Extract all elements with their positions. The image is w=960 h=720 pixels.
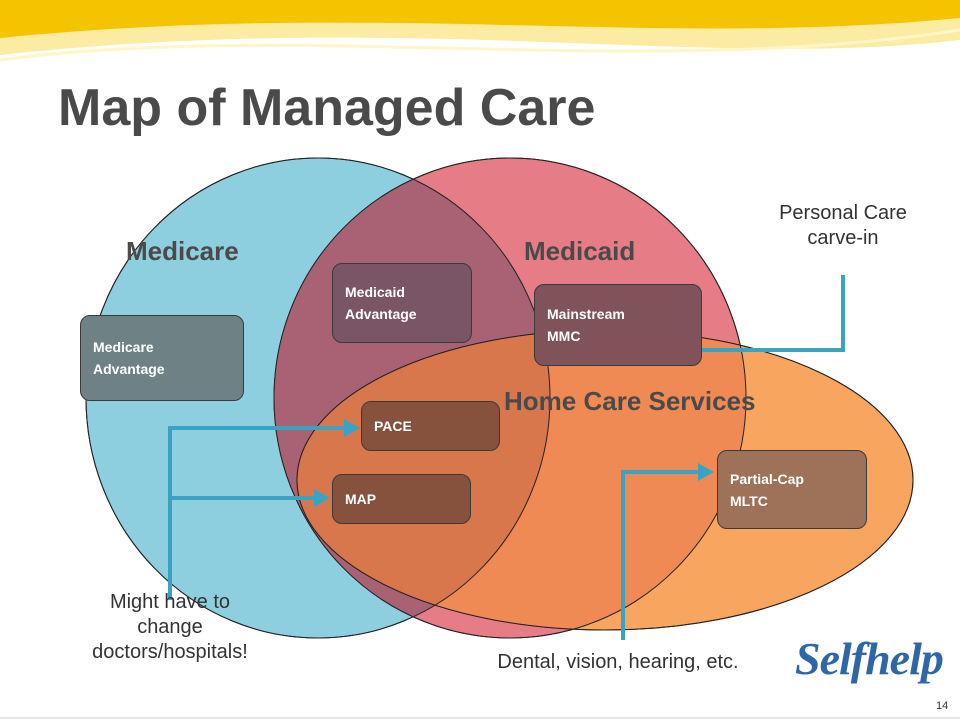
page-number: 14	[936, 700, 949, 712]
partial-cap-mltc-line1: Partial-Cap	[730, 470, 804, 487]
partial-cap-mltc-line2: MLTC	[730, 492, 768, 509]
home-care-label: Home Care Services	[504, 386, 756, 416]
page-title: Map of Managed Care	[58, 79, 596, 137]
pace-box: PACE	[361, 401, 500, 451]
map-label: MAP	[345, 491, 377, 507]
dental-arrow	[621, 463, 714, 640]
change-doctors-arrows	[168, 419, 360, 600]
personal-care-note: Personal Care carve-in	[738, 201, 948, 251]
medicare-advantage-line2: Advantage	[93, 361, 165, 377]
change-doctors-line2: change	[137, 616, 203, 638]
change-doctors-note: Might have to change doctors/hospitals!	[52, 590, 288, 665]
medicaid-label: Medicaid	[524, 236, 636, 266]
medicare-label: Medicare	[126, 236, 239, 266]
medicare-advantage-line1: Medicare	[93, 339, 154, 355]
map-box: MAP	[332, 474, 471, 524]
pace-label: PACE	[374, 418, 412, 434]
change-doctors-line3: doctors/hospitals!	[92, 641, 248, 663]
mainstream-mmc-line2: MMC	[547, 328, 581, 344]
medicaid-advantage-line1: Medicaid	[345, 284, 405, 300]
personal-care-line2: carve-in	[807, 227, 879, 249]
medicaid-outline	[273, 157, 747, 639]
selfhelp-logo: Selfhelp	[795, 633, 944, 684]
change-doctors-line1: Might have to	[109, 591, 231, 613]
personal-care-line1: Personal Care	[779, 202, 907, 224]
medicaid-advantage-line2: Advantage	[345, 306, 417, 322]
mainstream-mmc-line1: Mainstream	[547, 306, 625, 322]
top-banner	[0, 0, 960, 62]
dental-note: Dental, vision, hearing, etc.	[497, 651, 739, 673]
